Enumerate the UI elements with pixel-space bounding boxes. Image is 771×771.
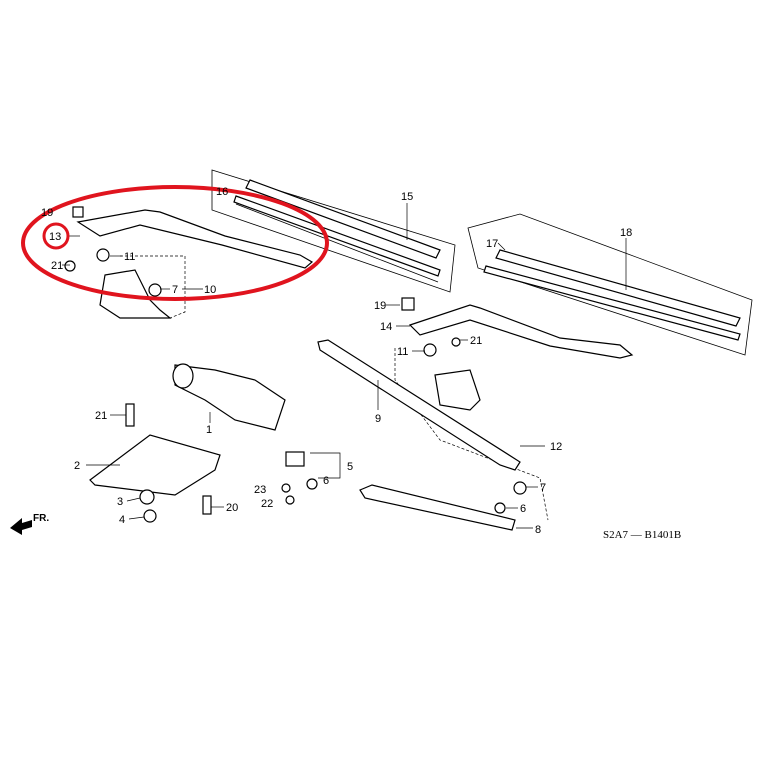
highlight-circle-13 [42, 222, 70, 250]
bushing-6b [494, 502, 506, 514]
callout-4: 4 [119, 514, 125, 526]
callout-20: 20 [226, 502, 238, 514]
nut-11b [423, 343, 437, 357]
callout-7b: 7 [540, 482, 546, 494]
callout-15: 15 [401, 191, 413, 203]
callout-1: 1 [206, 424, 212, 436]
blade-rubber-17 [483, 265, 741, 341]
blade-15-box [211, 169, 456, 293]
callout-7: 7 [172, 284, 178, 296]
callout-18: 18 [620, 227, 632, 239]
blade-15-group [211, 169, 456, 293]
pivot-10 [99, 269, 172, 319]
cap-19b [401, 297, 415, 311]
callout-6: 6 [323, 475, 329, 487]
bushing-6a [306, 478, 318, 490]
callout-13: 13 [49, 231, 61, 243]
link-rod-8 [359, 484, 516, 531]
bolt-21b [451, 337, 461, 347]
blade-18-box [467, 213, 753, 356]
collar-4 [143, 509, 157, 523]
callout-9: 9 [375, 413, 381, 425]
leader-lines [62, 190, 627, 529]
bracket-5 [310, 452, 341, 479]
callout-6b: 6 [520, 503, 526, 515]
bolt-20 [202, 495, 212, 515]
callout-21b: 21 [470, 335, 482, 347]
callout-22: 22 [261, 498, 273, 510]
callout-21: 21 [51, 260, 63, 272]
bolt-21c [125, 403, 135, 427]
callout-19: 19 [41, 207, 53, 219]
callout-23: 23 [254, 484, 266, 496]
cap-7 [148, 283, 162, 297]
callout-8: 8 [535, 524, 541, 536]
nut-22 [285, 495, 295, 505]
cap-7b [513, 481, 527, 495]
wiper-arm-13 [76, 209, 314, 269]
link-joint-5 [285, 451, 305, 467]
highlight-ellipse [21, 185, 329, 301]
washer-23 [281, 483, 291, 493]
bolt-21 [64, 260, 76, 272]
callout-5: 5 [347, 461, 353, 473]
motor-bracket-2 [89, 434, 221, 496]
blade-18-group [467, 213, 753, 356]
blade-18 [495, 249, 741, 327]
callout-10: 10 [204, 284, 216, 296]
link-rod-9 [317, 339, 521, 471]
callout-14: 14 [380, 321, 392, 333]
callout-11b: 11 [397, 346, 408, 358]
callout-16: 16 [216, 186, 228, 198]
bracket-10 [120, 255, 186, 319]
callout-labels: 19 13 21 11 7 10 16 15 17 18 19 14 11 21… [41, 186, 632, 536]
callout-2: 2 [74, 460, 80, 472]
callout-17: 17 [486, 238, 498, 250]
blade-15 [245, 179, 441, 259]
wiper-motor-1 [174, 364, 286, 431]
pivot-12 [434, 369, 481, 411]
motor-end-cap [172, 363, 194, 389]
rubber-3 [139, 489, 155, 505]
cap-19 [72, 206, 84, 218]
callout-3: 3 [117, 496, 123, 508]
callout-12: 12 [550, 441, 562, 453]
wiper-arm-14 [408, 304, 634, 359]
bracket-12 [394, 348, 549, 521]
callout-21c: 21 [95, 410, 107, 422]
diagram-code: S2A7 — B1401B [603, 529, 681, 541]
blade-refill-line [235, 203, 439, 283]
nut-11 [96, 248, 110, 262]
front-arrow-icon [10, 518, 32, 535]
callout-11: 11 [124, 251, 135, 263]
blade-rubber-16 [233, 195, 441, 277]
front-label: FR. [33, 513, 49, 524]
callout-19b: 19 [374, 300, 386, 312]
